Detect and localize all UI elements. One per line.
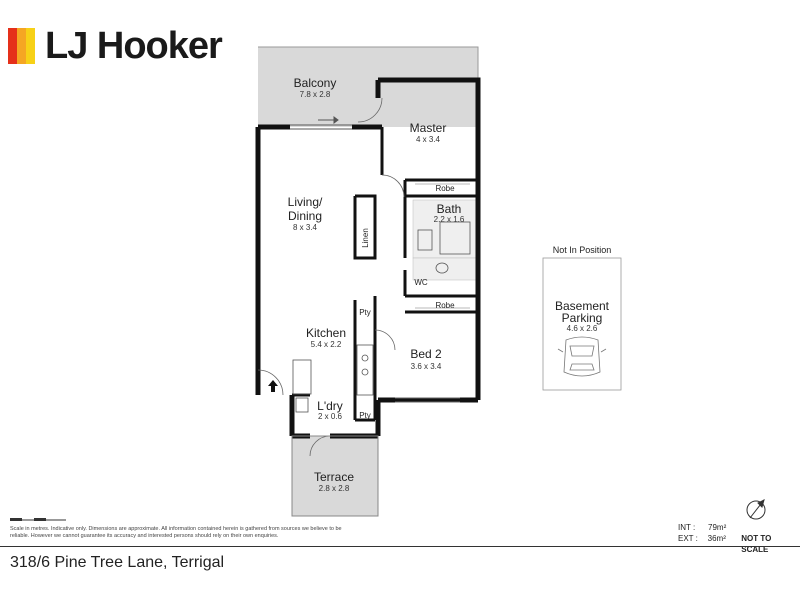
logo-bar-yellow [26, 28, 35, 64]
terrace-label: Terrace [314, 470, 354, 484]
footer-divider [0, 546, 800, 547]
parking-label-line1: Basement [555, 299, 610, 313]
bed2-dimension: 3.6 x 3.4 [411, 362, 442, 371]
bed2-label: Bed 2 [410, 347, 442, 361]
outer-walls [255, 77, 481, 439]
living-dimension: 8 x 3.4 [293, 223, 318, 232]
logo-bar-orange [17, 28, 26, 64]
external-area-value: 36m² [707, 534, 726, 543]
living-label-line2: Dining [288, 209, 322, 223]
internal-area-row: INT : 79m² [678, 522, 800, 533]
interior-walls [292, 127, 478, 422]
laundry-label: L'dry [317, 399, 343, 413]
floor-plan: Balcony 7.8 x 2.8 Master 4 x 3.4 Robe Ba… [10, 46, 766, 521]
not-to-scale-note: NOT TO SCALE [741, 534, 772, 554]
living-label-line1: Living/ [288, 195, 323, 209]
logo-bar-red [8, 28, 17, 64]
kitchen-dimension: 5.4 x 2.2 [311, 340, 342, 349]
internal-area-value: 79m² [708, 523, 727, 532]
balcony-area [258, 47, 478, 127]
master-dimension: 4 x 3.4 [416, 135, 441, 144]
car-icon [557, 336, 607, 377]
brand-logo: LJ Hooker [8, 24, 223, 68]
parking-bay [542, 257, 622, 391]
balcony-sliding-door [290, 116, 352, 130]
balcony-dimension: 7.8 x 2.8 [300, 90, 331, 99]
entry-arrow-icon [268, 380, 278, 392]
north-compass-icon [746, 499, 766, 520]
parking-position-note: Not In Position [553, 245, 612, 255]
bath-label: Bath [437, 202, 462, 216]
pantry-label-upper: Pty [359, 308, 371, 317]
bed2-window [395, 397, 460, 403]
linen-label: Linen [361, 228, 370, 248]
area-summary: INT : 79m² EXT : 36m² NOT TO SCALE [678, 522, 800, 555]
logo-color-bars [8, 28, 35, 64]
master-robe-label: Robe [435, 184, 455, 193]
laundry-dimension: 2 x 0.6 [318, 412, 343, 421]
external-area-label: EXT : [678, 534, 698, 543]
parking-dimension: 4.6 x 2.6 [567, 324, 598, 333]
scale-bar [10, 518, 66, 521]
kitchen-label: Kitchen [306, 326, 346, 340]
terrace-outline [291, 435, 379, 517]
kitchen-fittings [292, 344, 374, 413]
terrace-area [292, 436, 378, 516]
wc-tiles [412, 257, 478, 281]
balcony-label: Balcony [294, 76, 337, 90]
bed2-robe-label: Robe [435, 301, 455, 310]
property-address: 318/6 Pine Tree Lane, Terrigal [10, 554, 225, 571]
bath-dimension: 2.2 x 1.6 [434, 215, 465, 224]
robe-doors [415, 183, 470, 309]
logo-text: LJ Hooker [45, 25, 223, 67]
disclaimer-text: Scale in metres. Indicative only. Dimens… [10, 526, 342, 539]
internal-area-label: INT : [678, 523, 696, 532]
pantry-label-lower: Pty [359, 411, 371, 420]
wc-label: WC [414, 278, 428, 287]
parking-label-line2: Parking [562, 311, 603, 325]
terrace-dimension: 2.8 x 2.8 [319, 484, 350, 493]
bath-fittings [417, 221, 471, 274]
balcony-outline [258, 46, 479, 80]
external-area-row: EXT : 36m² NOT TO SCALE [678, 533, 800, 555]
master-label: Master [410, 121, 447, 135]
